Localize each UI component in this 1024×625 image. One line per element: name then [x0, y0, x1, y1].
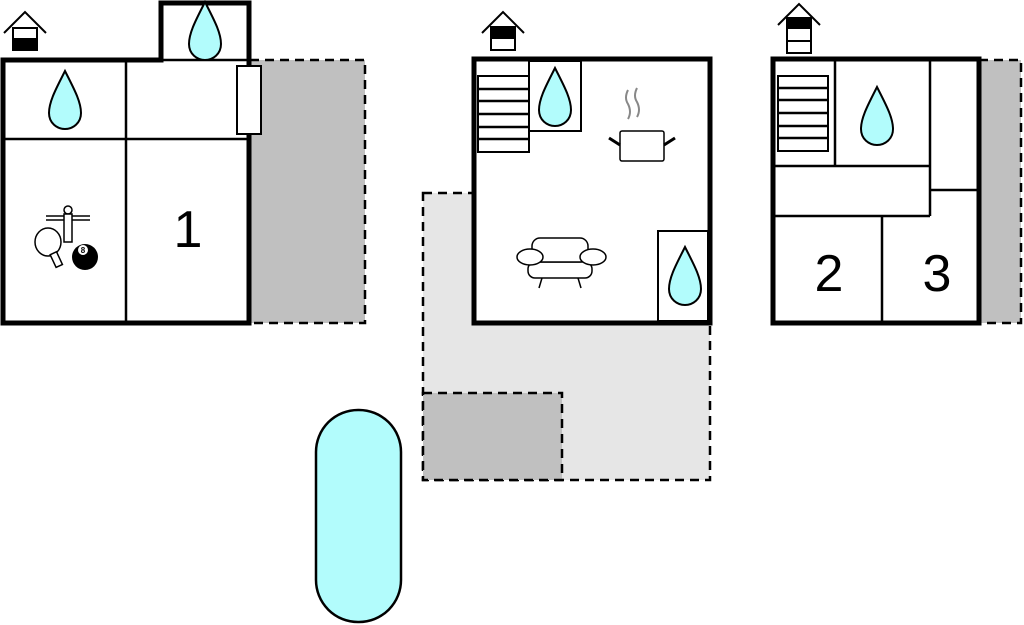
- games-room-icon: 8: [34, 205, 98, 270]
- building-a: 1 8: [0, 0, 262, 326]
- stairs-icon: [777, 75, 829, 152]
- terrace-dark-right: [977, 58, 1023, 325]
- living-room-sofa-icon: [516, 237, 607, 289]
- floor-indicator-top-icon: [777, 2, 821, 54]
- room-label-2: 2: [815, 245, 844, 303]
- building-b: [471, 56, 713, 326]
- fireplace: [236, 65, 262, 135]
- floor-indicator-ground-icon: [3, 10, 47, 51]
- terrace-dark-left: [248, 58, 367, 325]
- floor-indicator-first-icon: [481, 10, 525, 51]
- room-label-1: 1: [174, 201, 203, 259]
- stairs-icon: [477, 75, 530, 153]
- kitchen-pot-icon: [608, 87, 676, 162]
- billiard-ball-number: 8: [81, 246, 86, 255]
- building-c: 2 3: [770, 56, 982, 326]
- room-label-3: 3: [923, 245, 952, 303]
- terrace-dark-middle: [421, 391, 564, 482]
- pool: [314, 408, 403, 624]
